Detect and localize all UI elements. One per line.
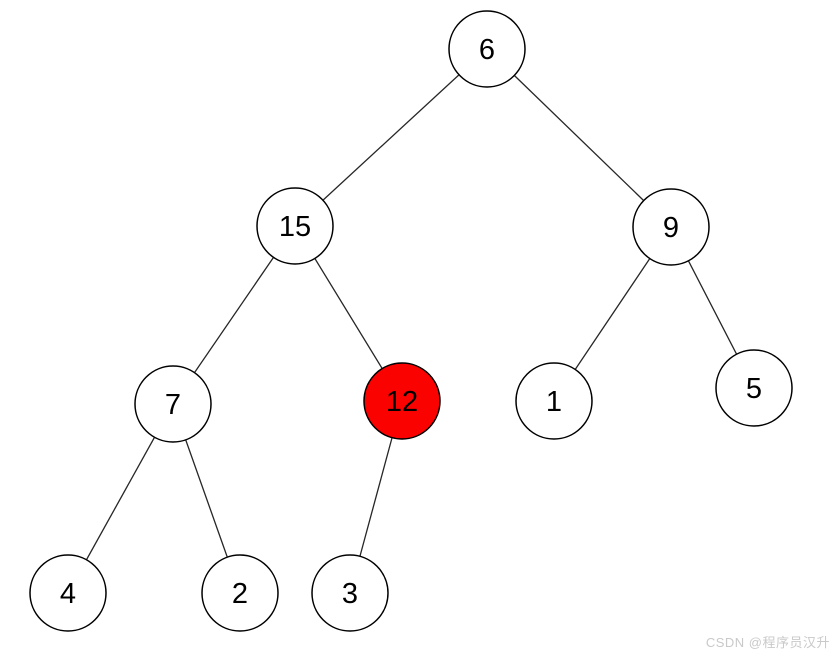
tree-node-6: 6 xyxy=(448,10,526,88)
node-label: 1 xyxy=(546,386,562,418)
watermark: CSDN @程序员汉升 xyxy=(705,635,830,650)
tree-node-1: 1 xyxy=(515,362,593,440)
node-circle-highlighted xyxy=(363,362,441,440)
tree-edge-6-9 xyxy=(486,48,672,228)
tree-edge-6-15 xyxy=(294,48,488,227)
tree-node-9: 9 xyxy=(632,188,710,266)
tree-node-7: 7 xyxy=(134,365,212,443)
node-circle xyxy=(515,362,593,440)
node-circle xyxy=(134,365,212,443)
tree-node-12: 12 xyxy=(363,362,441,440)
node-label: 12 xyxy=(386,386,418,418)
node-circle xyxy=(632,188,710,266)
node-label: 5 xyxy=(746,373,762,405)
node-label: 6 xyxy=(479,34,495,66)
node-label: 2 xyxy=(232,578,248,610)
node-circle xyxy=(448,10,526,88)
node-circle xyxy=(29,554,107,632)
tree-node-5: 5 xyxy=(715,349,793,427)
node-circle xyxy=(311,554,389,632)
node-label: 15 xyxy=(279,211,311,243)
node-label: 9 xyxy=(663,212,679,244)
tree-node-4: 4 xyxy=(29,554,107,632)
node-circle xyxy=(256,187,334,265)
node-circle xyxy=(201,554,279,632)
tree-node-3: 3 xyxy=(311,554,389,632)
node-label: 3 xyxy=(342,578,358,610)
node-circle xyxy=(715,349,793,427)
tree-node-2: 2 xyxy=(201,554,279,632)
node-label: 7 xyxy=(165,389,181,421)
node-label: 4 xyxy=(60,578,76,610)
tree-node-15: 15 xyxy=(256,187,334,265)
